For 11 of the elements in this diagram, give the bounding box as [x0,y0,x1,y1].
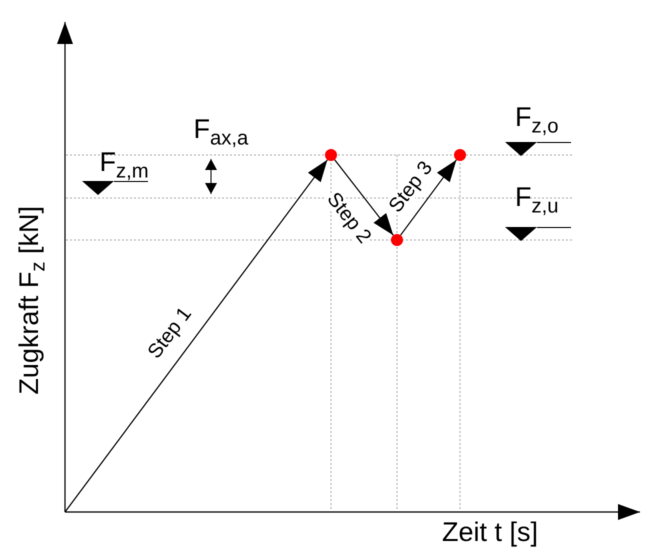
point-marker [454,149,466,161]
arrow [64,159,328,512]
axis-title: Zeit t [s] [442,518,538,546]
arrow [334,159,394,236]
point-marker [391,234,403,246]
point-marker [325,149,337,161]
arrow [400,159,457,236]
symbol-label: F$_{ax,a}$ [194,116,248,148]
symbol-label: F$_{z,u}$ [515,184,559,216]
symbol-label: F$_{z,m}$ [100,148,149,182]
symbol-label: F$_{z,o}$ [515,104,559,136]
